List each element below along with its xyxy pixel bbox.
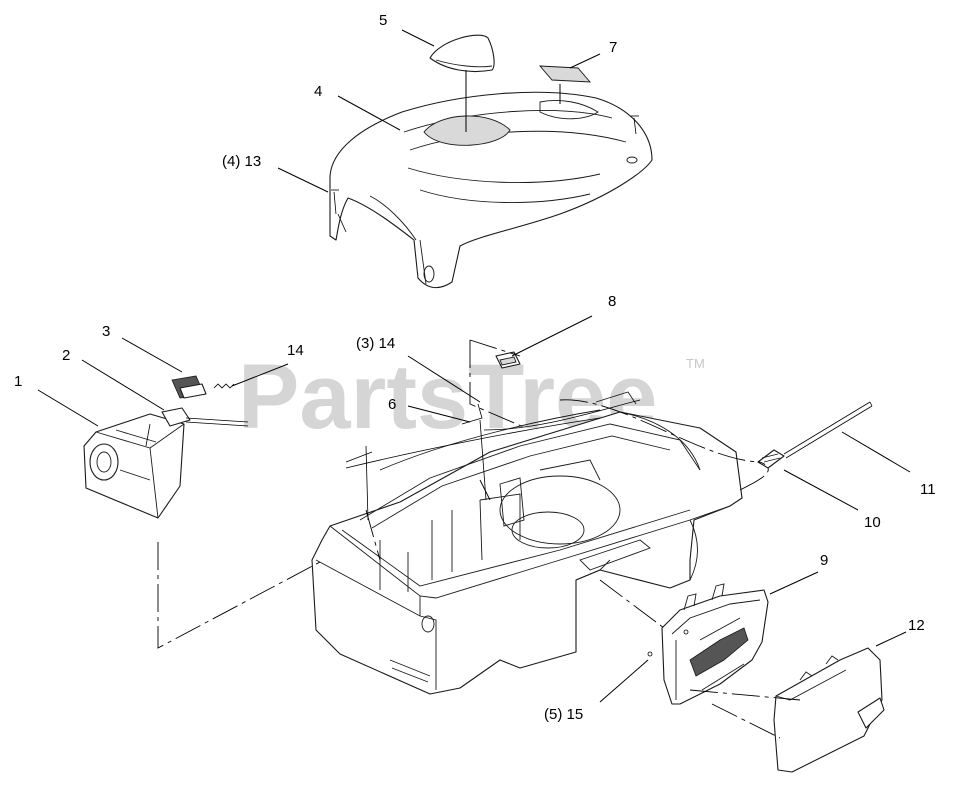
- callout-3: 3: [102, 323, 110, 340]
- control-rods: [345, 399, 641, 521]
- callout-4: 4: [314, 83, 322, 100]
- part-4-top-cover: [329, 91, 653, 289]
- part-15-screws: [647, 629, 689, 657]
- callout-7: 7: [609, 39, 617, 56]
- main-chassis: [311, 391, 743, 695]
- callout-14: 14: [287, 342, 304, 359]
- callout-10: 10: [864, 514, 881, 531]
- callout-3-14: (3) 14: [356, 335, 395, 352]
- leader-lines: [37, 29, 911, 703]
- part-7-plate: [538, 65, 592, 83]
- callout-11: 11: [920, 481, 936, 498]
- part-10-grip: [757, 449, 785, 469]
- part-5-lens: [429, 34, 495, 73]
- callout-9: 9: [820, 552, 828, 569]
- callout-5: 5: [379, 12, 387, 29]
- part-9-side-panel: [661, 583, 769, 705]
- part-1-housing: [83, 413, 185, 519]
- assembly-lines: [157, 339, 801, 739]
- callout-1: 1: [14, 373, 22, 390]
- part-8-clip: [495, 351, 521, 369]
- part-14-spring: [213, 383, 235, 389]
- callout-2: 2: [62, 347, 70, 364]
- part-11-cable: [783, 401, 873, 459]
- watermark-trademark: TM: [686, 356, 705, 371]
- callout-labels: 5 7 4 (4) 13 8 3 2 1 14 (3) 14 6 9 12 11…: [14, 12, 936, 723]
- callout-15: (5) 15: [544, 706, 583, 723]
- part-13-screws: [331, 115, 639, 215]
- callout-6: 6: [388, 396, 396, 413]
- callout-13: (4) 13: [222, 153, 261, 170]
- part-3-switch: [171, 375, 207, 399]
- callout-8: 8: [608, 293, 616, 310]
- callout-12: 12: [908, 617, 925, 634]
- part-2-bracket: [145, 407, 249, 447]
- part-12-side-cover: [773, 647, 885, 773]
